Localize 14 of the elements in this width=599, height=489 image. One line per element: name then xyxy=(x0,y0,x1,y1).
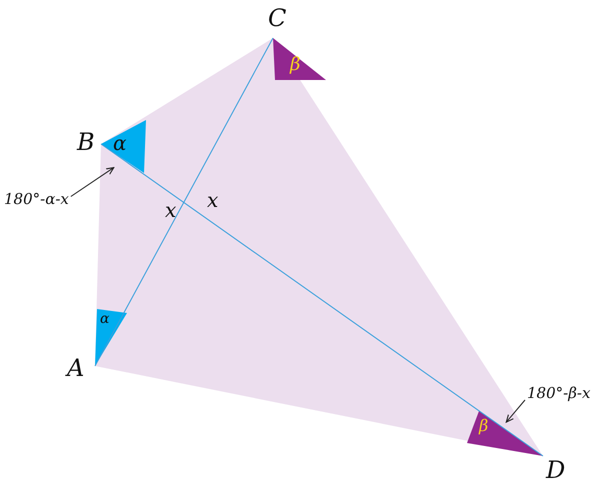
vertex-label: D xyxy=(546,458,566,482)
angle-expression: 180°-β-x xyxy=(527,386,590,401)
angle-label: β xyxy=(290,56,300,74)
angle-label: x xyxy=(207,190,218,210)
vertex-label: A xyxy=(67,356,84,380)
angle-label: β xyxy=(479,418,488,434)
vertex-label: C xyxy=(268,6,286,30)
leader-arrow xyxy=(70,167,114,197)
angle-label: x xyxy=(165,200,176,220)
leader-arrow xyxy=(506,400,526,423)
angle-expression: 180°-α-x xyxy=(4,192,69,207)
angle-label: α xyxy=(113,133,127,153)
angle-label: α xyxy=(100,312,110,326)
vertex-label: B xyxy=(77,130,95,154)
